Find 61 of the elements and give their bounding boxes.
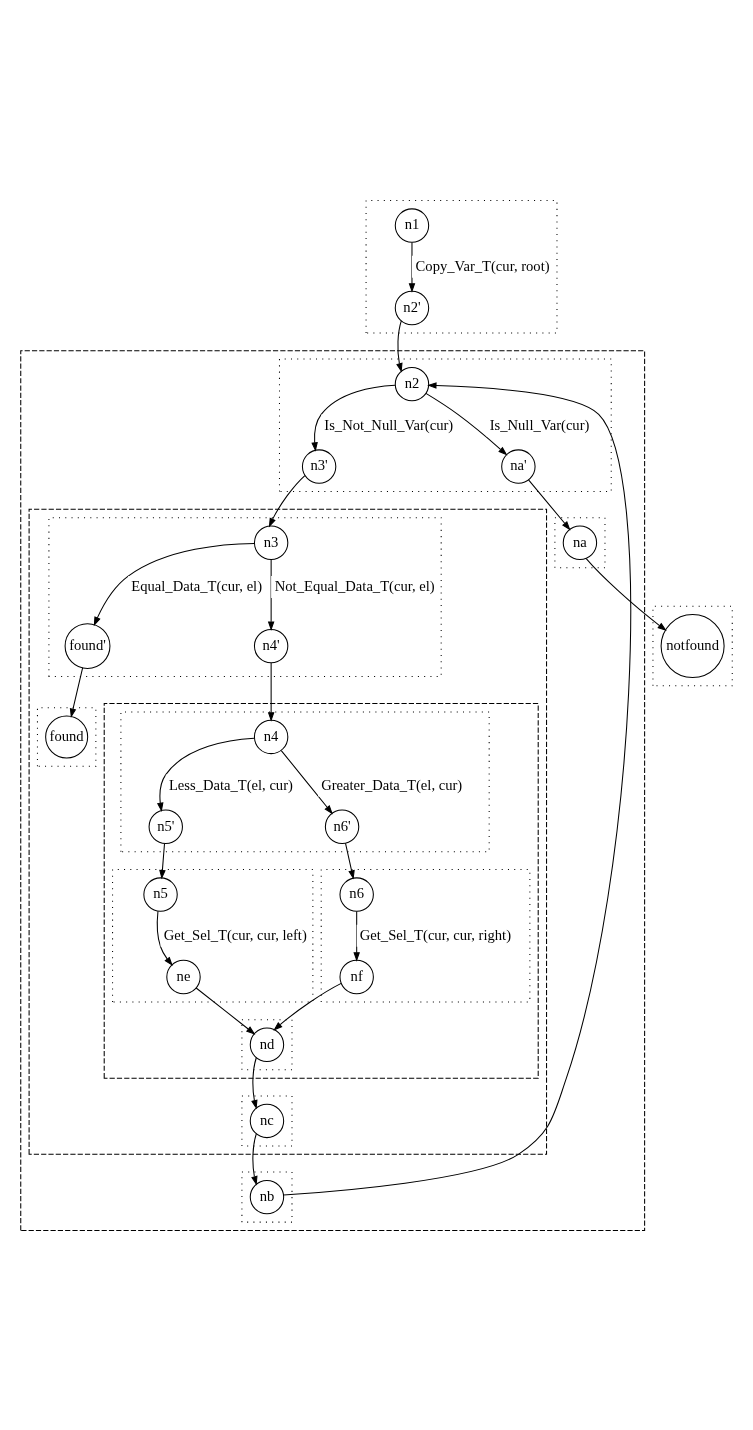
arrow bbox=[268, 474, 306, 527]
node-circle: nd bbox=[249, 1027, 285, 1062]
cluster bbox=[652, 605, 733, 686]
node-circle: n4' bbox=[253, 628, 289, 663]
cluster bbox=[103, 702, 539, 1079]
arrow bbox=[195, 987, 256, 1035]
arrow bbox=[267, 558, 275, 631]
node-circle: n5 bbox=[143, 876, 178, 912]
node-circle: nc bbox=[249, 1103, 285, 1138]
arrow bbox=[283, 381, 632, 1196]
cluster bbox=[241, 1171, 293, 1223]
node-circle: n3' bbox=[301, 448, 337, 484]
arrow bbox=[267, 662, 275, 722]
edge-label: Equal_Data_T(cur, el) bbox=[131, 577, 263, 594]
arrow bbox=[585, 557, 667, 631]
arrow bbox=[273, 982, 342, 1031]
arrow bbox=[251, 1056, 258, 1109]
arrow bbox=[280, 749, 333, 814]
edge-label: Get_Sel_T(cur, cur, right) bbox=[359, 926, 512, 943]
node-circle: n2' bbox=[394, 290, 430, 325]
node-circle: n4 bbox=[253, 719, 289, 754]
arrow bbox=[528, 478, 571, 530]
arrow bbox=[311, 384, 396, 452]
node-circle: nb bbox=[249, 1179, 285, 1214]
node-circle: n6' bbox=[324, 809, 360, 844]
arrow bbox=[157, 737, 255, 812]
edge-label: Is_Not_Null_Var(cur) bbox=[324, 416, 454, 433]
node-circle: n3 bbox=[253, 525, 289, 560]
node-circle: found bbox=[45, 714, 89, 758]
node-circle: na bbox=[562, 525, 598, 560]
arrow bbox=[93, 542, 255, 626]
node-circle: n1 bbox=[394, 207, 430, 243]
node-circle: found' bbox=[64, 622, 111, 669]
edge-label: Is_Null_Var(cur) bbox=[489, 416, 590, 433]
edge-label: Not_Equal_Data_T(cur, el) bbox=[274, 577, 435, 594]
arrow bbox=[159, 842, 166, 879]
cluster bbox=[278, 358, 612, 492]
arrow bbox=[156, 910, 173, 966]
node-circle: nf bbox=[339, 959, 374, 994]
edge-label: Copy_Var_T(cur, root) bbox=[415, 257, 550, 274]
arrow bbox=[69, 666, 84, 718]
cluster bbox=[554, 516, 606, 568]
cluster bbox=[365, 199, 558, 334]
edge-label: Greater_Data_T(el, cur) bbox=[321, 776, 463, 793]
cluster bbox=[28, 508, 548, 1155]
arrow bbox=[251, 1132, 258, 1185]
node-circle: n2 bbox=[394, 366, 430, 401]
arrow bbox=[396, 319, 403, 372]
cluster bbox=[20, 349, 646, 1231]
edge-label: Get_Sel_T(cur, cur, left) bbox=[163, 926, 307, 943]
node-circle: na' bbox=[501, 448, 536, 484]
node-circle: n6 bbox=[339, 876, 374, 912]
arrow bbox=[353, 910, 360, 962]
arrow bbox=[425, 392, 508, 455]
node-circle: n5' bbox=[148, 809, 183, 844]
arrow bbox=[345, 842, 355, 880]
node-circle: notfound bbox=[660, 613, 725, 678]
cluster bbox=[241, 1094, 293, 1146]
arrow bbox=[408, 241, 416, 293]
node-circle: ne bbox=[166, 959, 201, 994]
edge-label: Less_Data_T(el, cur) bbox=[168, 776, 293, 793]
